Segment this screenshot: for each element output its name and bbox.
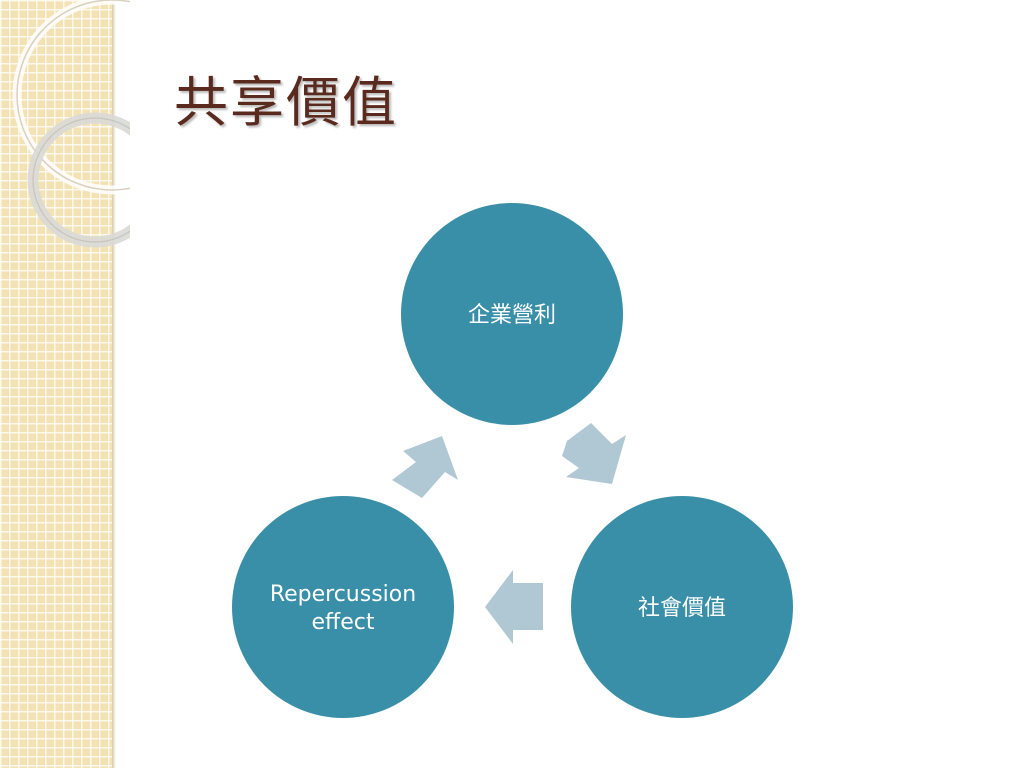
node-circle: [232, 496, 454, 718]
arrow-repercussion-to-profit-icon: [392, 436, 458, 498]
arrow-profit-to-social-icon: [562, 423, 626, 484]
slide-title: 共享價值: [174, 71, 398, 134]
node-label: 社會價值: [638, 596, 726, 621]
svg-text:Repercussion: Repercussion: [270, 582, 416, 607]
svg-text:社會價值: 社會價值: [638, 596, 726, 621]
svg-text:effect: effect: [312, 610, 375, 635]
node-label-line-1: Repercussion: [270, 582, 416, 607]
arrow-social-to-repercussion-icon: [485, 570, 543, 644]
strip-edge-divider: [112, 0, 116, 768]
node-repercussion-effect: Repercussion effect: [232, 496, 454, 718]
svg-text:企業營利: 企業營利: [468, 303, 556, 328]
node-circle: [571, 496, 793, 718]
node-circle: [401, 203, 623, 425]
node-corporate-profit: 企業營利: [401, 203, 623, 425]
node-label-line-2: effect: [312, 610, 375, 635]
node-social-value: 社會價值: [571, 496, 793, 718]
decorative-rings-icon: [12, 0, 130, 248]
node-label: 企業營利: [468, 303, 556, 328]
